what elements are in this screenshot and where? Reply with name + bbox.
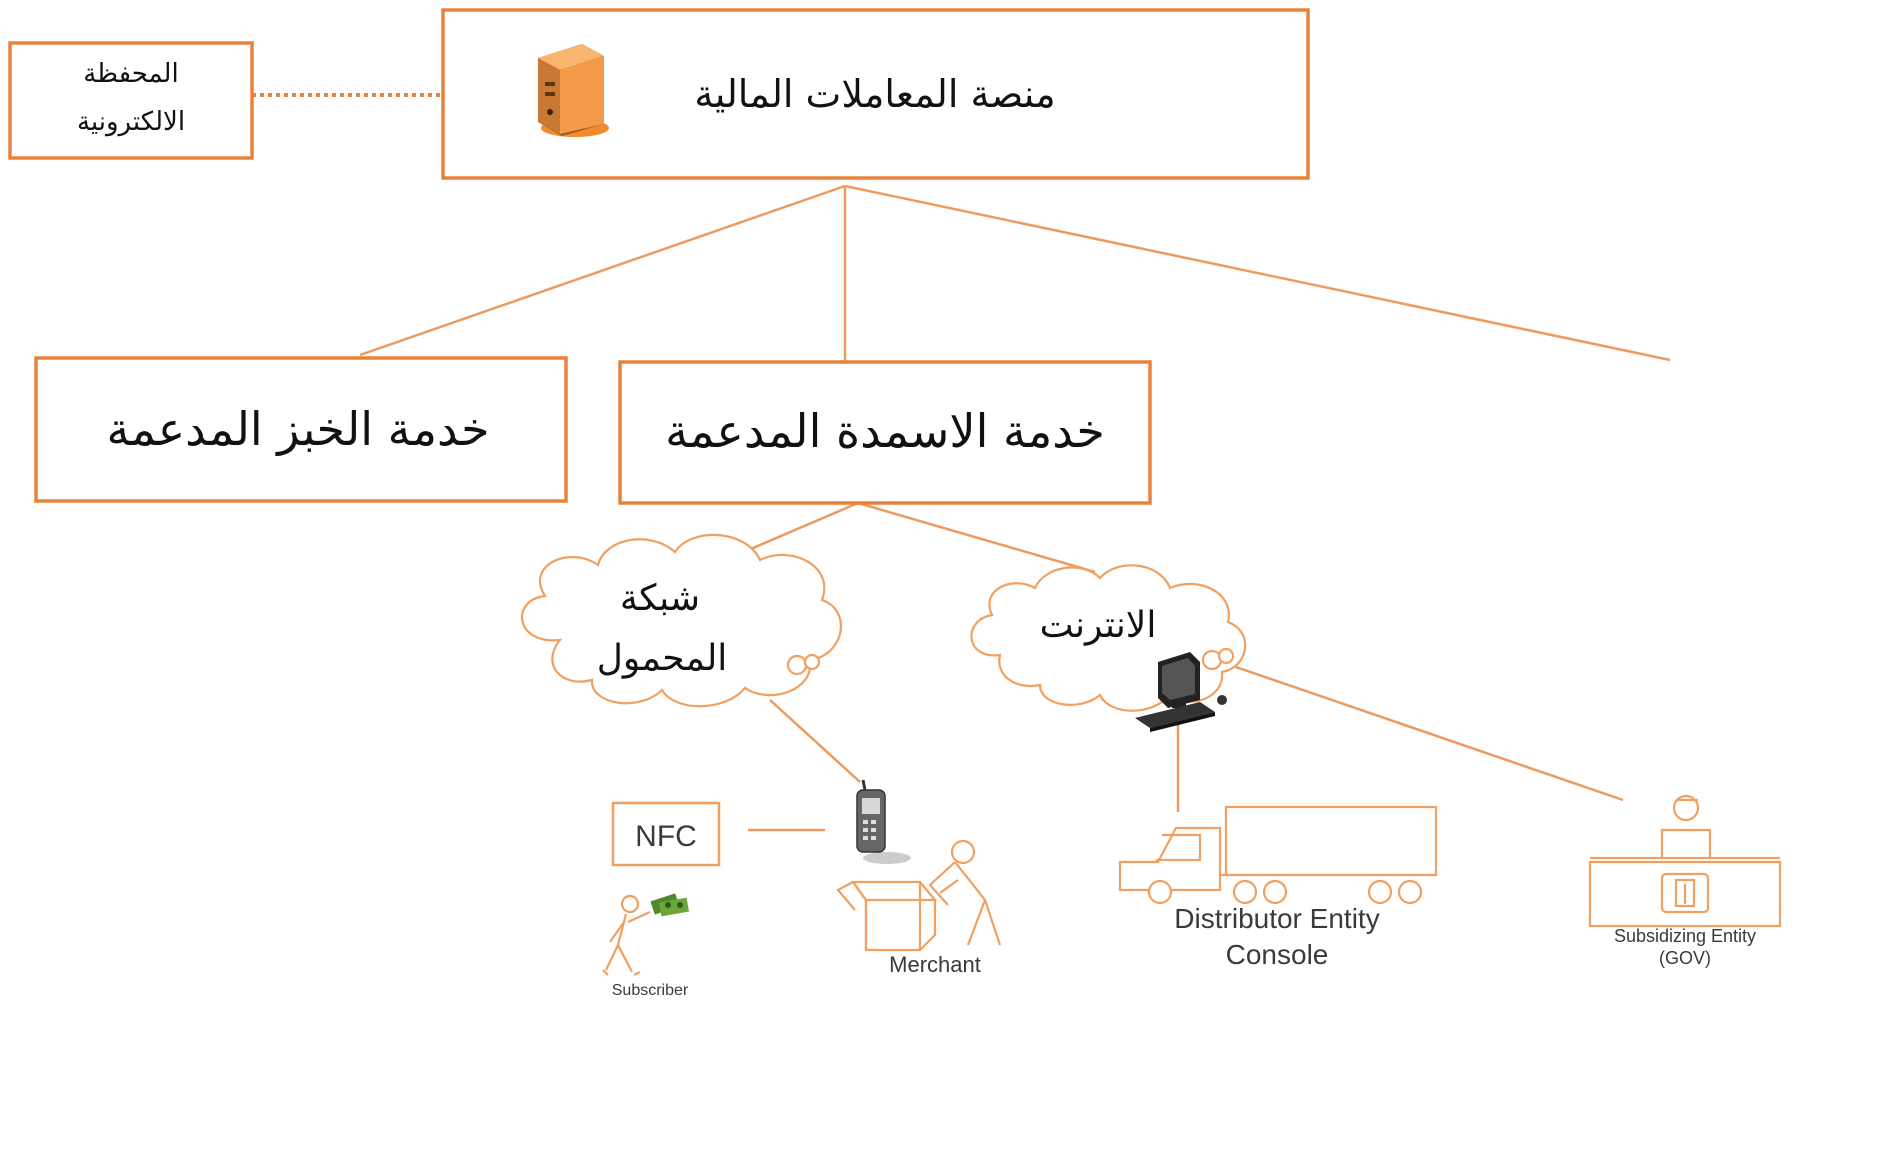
connector-platform-right [844,184,1671,362]
platform-label: منصة المعاملات المالية [694,72,1055,116]
bread-service-box: خدمة الخبز المدعمة [34,356,568,503]
merchant-label: Merchant [889,952,981,977]
subsidizing-label-line2: (GOV) [1659,948,1711,968]
connector-fertilizer-internet [857,501,1096,574]
subsidizing-label-line1: Subsidizing Entity [1614,926,1756,946]
gov-desk-icon [1588,794,1782,928]
fertilizer-service-box: خدمة الاسمدة المدعمة [618,360,1152,505]
mobile-network-line2: المحمول [597,638,728,679]
wallet-label-line1: المحفظة [83,59,178,89]
computer-icon [1135,652,1227,732]
connectors [252,93,1671,832]
distributor-label-line1: Distributor Entity [1174,903,1379,934]
connector-platform-bread [359,184,846,357]
truck-icon [1118,805,1438,905]
mobile-network-line1: شبكة [620,578,700,619]
bread-service-label: خدمة الخبز المدعمة [106,402,489,457]
connector-mobile-phone [769,699,861,783]
internet-label: الانترنت [1040,605,1157,646]
wallet-label-line2: الالكترونية [77,107,185,137]
platform-box: منصة المعاملات المالية [441,8,1310,180]
phone-icon [856,779,911,864]
subscriber-label: Subscriber [612,982,689,999]
server-icon [538,44,609,137]
nfc-label: NFC [635,820,697,853]
distributor-label-line2: Console [1226,939,1329,970]
wallet-box: المحفظة الالكترونية [8,41,254,160]
connector-internet-gov [1229,663,1624,802]
mobile-network-cloud: شبكة المحمول [520,533,842,708]
subscriber-icon [602,893,690,976]
fertilizer-service-label: خدمة الاسمدة المدعمة [665,404,1105,458]
money-icon [650,893,690,917]
internet-cloud: الانترنت [970,564,1247,712]
nfc-box: NFC [611,801,721,867]
merchant-icon [836,839,1002,952]
